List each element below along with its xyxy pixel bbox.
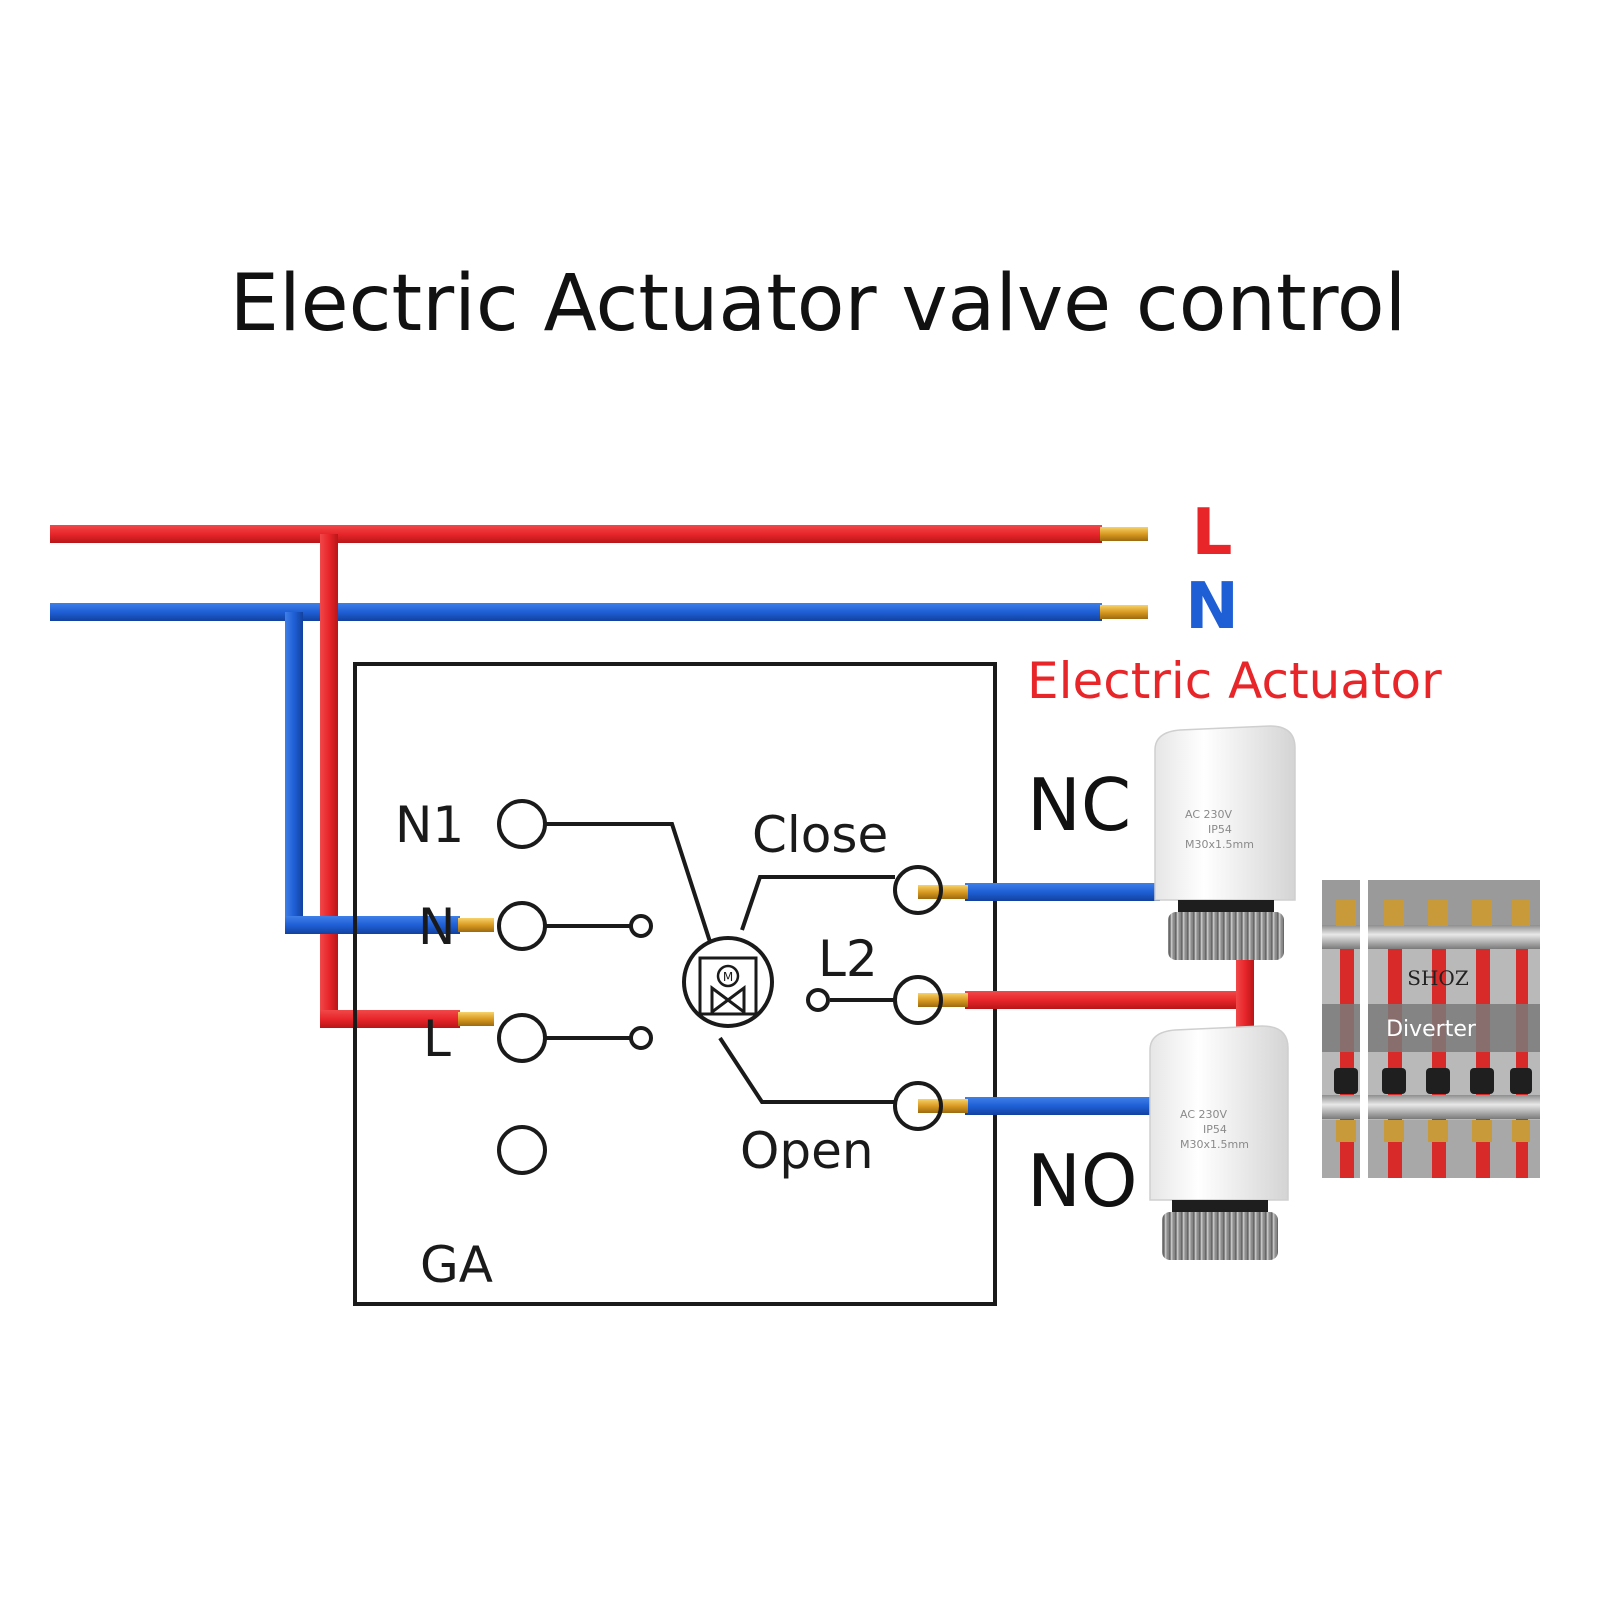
- controller-name: GA: [420, 1236, 493, 1294]
- actuator-no-spec-voltage: AC 230V: [1180, 1108, 1228, 1121]
- switch-contact-l2: [806, 988, 830, 1012]
- neutral-drop-wire: [285, 612, 494, 934]
- terminal-label-l: L: [423, 1010, 451, 1068]
- no-label: NO: [1027, 1139, 1138, 1223]
- terminal-label-l2: L2: [818, 930, 878, 988]
- live-bus-wire: [50, 525, 1148, 543]
- internal-wiring: [545, 822, 895, 1104]
- actuator-nc-spec-voltage: AC 230V: [1185, 808, 1233, 821]
- actuator-nc-spec-ip: IP54: [1208, 823, 1232, 836]
- terminal-l: [497, 1013, 547, 1063]
- switch-contact-l: [629, 1026, 653, 1050]
- diverter-label: Diverter: [1386, 1017, 1477, 1042]
- neutral-bus-label: N: [1185, 570, 1239, 644]
- neutral-bus-wire: [50, 603, 1148, 621]
- diverter-manifold-image: Diverter SHOZ: [1322, 880, 1540, 1178]
- actuator-nc-spec-thread: M30x1.5mm: [1185, 838, 1254, 851]
- l2-output-wire: [918, 960, 1254, 1032]
- terminal-spare: [497, 1125, 547, 1175]
- open-output-wire: [918, 1097, 1160, 1115]
- actuator-no: AC 230V IP54 M30x1.5mm: [1149, 1025, 1289, 1260]
- terminal-close: [893, 865, 943, 915]
- actuator-no-spec-ip: IP54: [1203, 1123, 1227, 1136]
- actuator-nc: AC 230V IP54 M30x1.5mm: [1154, 725, 1296, 960]
- terminal-n1: [497, 799, 547, 849]
- terminal-open: [893, 1081, 943, 1131]
- switch-contact-n: [629, 914, 653, 938]
- terminal-l2: [893, 975, 943, 1025]
- terminal-n: [497, 901, 547, 951]
- actuator-heading: Electric Actuator: [1027, 652, 1442, 710]
- controller-box: [353, 662, 997, 1306]
- actuator-no-spec-thread: M30x1.5mm: [1180, 1138, 1249, 1151]
- terminal-label-n: N: [418, 898, 455, 956]
- close-output-wire: [918, 883, 1160, 901]
- terminal-label-n1: N1: [395, 796, 464, 854]
- motor-valve-icon: M: [682, 936, 774, 1028]
- diagram-title: Electric Actuator valve control: [230, 259, 1407, 349]
- terminal-label-open: Open: [740, 1122, 874, 1180]
- svg-text:M: M: [723, 970, 733, 984]
- manifold-brand: SHOZ: [1407, 966, 1469, 990]
- live-bus-label: L: [1192, 496, 1233, 570]
- nc-label: NC: [1027, 763, 1131, 847]
- terminal-label-close: Close: [752, 806, 888, 864]
